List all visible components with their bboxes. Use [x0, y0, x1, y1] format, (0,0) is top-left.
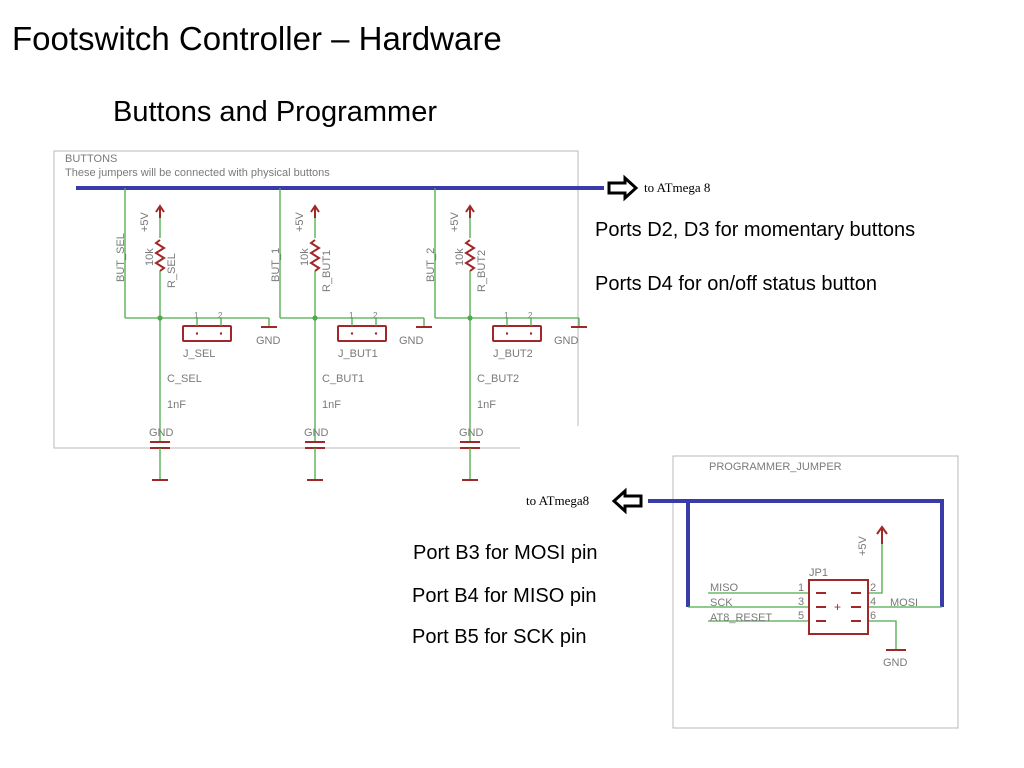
gnd-bottom-but2: GND: [459, 427, 484, 439]
capacitor-value-sel: 1nF: [167, 399, 186, 411]
pin-num-1: 1: [798, 582, 804, 594]
gnd-right-but2: GND: [554, 335, 579, 347]
pin-num-2: 2: [870, 582, 876, 594]
programmer-bus: [648, 499, 690, 607]
pin-name-miso: MISO: [710, 582, 739, 594]
pin2-but2: 2: [528, 311, 533, 320]
pin-name-reset: AT8_RESET: [710, 612, 772, 624]
pin-name-sck: SCK: [710, 597, 733, 609]
net-label-sel: BUT_SEL: [115, 233, 127, 282]
pin-num-4: 4: [870, 596, 876, 608]
capacitor-name-but1: C_BUT1: [322, 373, 364, 385]
capacitor-value-but1: 1nF: [322, 399, 341, 411]
gnd-bottom-sel: GND: [149, 427, 174, 439]
resistor-value-but2: 10k: [454, 248, 466, 266]
resistor-name-sel: R_SEL: [166, 253, 178, 288]
buttons-arrow-label: to ATmega 8: [644, 180, 710, 195]
supply-label-but1: +5V: [294, 211, 306, 232]
pin2-but1: 2: [373, 311, 378, 320]
jumper-name-but2: J_BUT2: [493, 348, 533, 360]
programmer-supply-label: +5V: [857, 535, 869, 556]
pin1-sel: 1: [194, 311, 199, 320]
note-mosi: Port B3 for MOSI pin: [413, 542, 598, 564]
pin-num-3: 3: [798, 596, 804, 608]
jp1-label: JP1: [809, 567, 828, 579]
slide-title: Footswitch Controller – Hardware: [12, 20, 502, 57]
pin-num-6: 6: [870, 610, 876, 622]
capacitor-name-but2: C_BUT2: [477, 373, 519, 385]
net-label-but2: BUT_2: [425, 248, 437, 282]
buttons-frame-note: These jumpers will be connected with phy…: [65, 167, 330, 179]
resistor-value-but1: 10k: [299, 248, 311, 266]
note-sck: Port B5 for SCK pin: [412, 626, 587, 648]
buttons-frame-label: BUTTONS: [65, 153, 117, 165]
supply-label-but2: +5V: [449, 211, 461, 232]
note-miso: Port B4 for MISO pin: [412, 585, 597, 607]
programmer-arrow-label: to ATmega8: [526, 493, 589, 508]
gnd-right-but1: GND: [399, 335, 424, 347]
gnd-right-sel: GND: [256, 335, 281, 347]
net-label-but1: BUT_1: [270, 248, 282, 282]
jumper-name-but1: J_BUT1: [338, 348, 378, 360]
capacitor-value-but2: 1nF: [477, 399, 496, 411]
pin1-but2: 1: [504, 311, 509, 320]
slide-subtitle: Buttons and Programmer: [113, 96, 437, 128]
jp1-connector: [808, 579, 869, 635]
note-ports-status: Ports D4 for on/off status button: [595, 273, 878, 295]
programmer-frame-label: PROGRAMMER_JUMPER: [709, 461, 842, 473]
programmer-gnd-label: GND: [883, 657, 908, 669]
pin2-sel: 2: [218, 311, 223, 320]
note-ports-momentary: Ports D2, D3 for momentary buttons: [595, 219, 916, 241]
capacitor-name-sel: C_SEL: [167, 373, 202, 385]
resistor-value-sel: 10k: [144, 248, 156, 266]
jumper-name-sel: J_SEL: [183, 348, 215, 360]
gnd-bottom-but1: GND: [304, 427, 329, 439]
pin-name-mosi: MOSI: [890, 597, 918, 609]
bus-arrow-right: [607, 174, 639, 202]
pin1-but1: 1: [349, 311, 354, 320]
resistor-name-but2: R_BUT2: [476, 250, 488, 292]
programmer-frame: [672, 455, 959, 729]
buttons-frame: [53, 150, 579, 449]
pin-num-5: 5: [798, 610, 804, 622]
supply-label-sel: +5V: [139, 211, 151, 232]
bus-arrow-left: [611, 487, 643, 515]
jp1-center-mark: +: [834, 600, 841, 614]
resistor-name-but1: R_BUT1: [321, 250, 333, 292]
